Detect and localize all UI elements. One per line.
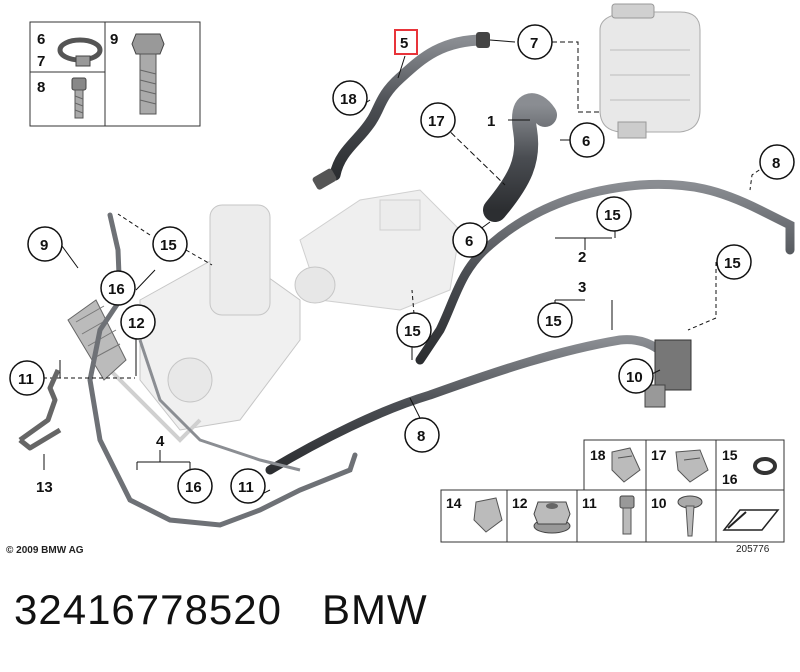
screw-10-icon — [677, 495, 703, 537]
fastener-legend-box: 6 7 8 9 — [29, 21, 201, 127]
callout-10: 10 — [626, 369, 643, 386]
return-hose-5 — [329, 34, 490, 181]
direction-arrow-icon — [722, 509, 780, 531]
hose-clamp-icon — [57, 37, 103, 67]
callout-17: 17 — [428, 113, 445, 130]
steering-rack — [98, 204, 301, 443]
callouts: 5 7 18 17 1 6 8 15 2 3 15 15 6 9 15 16 1… — [9, 24, 795, 504]
hose-end-fitting — [312, 168, 337, 190]
callout-12: 12 — [128, 315, 145, 332]
table-label-14: 14 — [446, 495, 462, 511]
clip-17-icon — [675, 449, 709, 483]
callout-15-c: 15 — [724, 255, 741, 272]
callout-11-left: 11 — [18, 371, 34, 388]
table-label-18: 18 — [590, 447, 606, 463]
table-label-16: 16 — [722, 471, 738, 487]
clip-18-icon — [611, 447, 641, 483]
table-label-17: 17 — [651, 447, 667, 463]
callout-5: 5 — [400, 35, 408, 52]
callout-18: 18 — [340, 91, 357, 108]
hex-bolt-icon — [131, 33, 165, 115]
legend-label-7: 7 — [37, 53, 45, 70]
callout-11-bottom: 11 — [238, 479, 254, 496]
copyright-text: © 2009 BMW AG — [6, 545, 84, 556]
callout-7: 7 — [530, 35, 538, 52]
callout-2: 2 — [578, 249, 586, 266]
callout-5-highlight — [394, 29, 418, 55]
socket-bolt-11-icon — [619, 495, 635, 535]
clip-14-icon — [473, 497, 503, 533]
callout-15-d: 15 — [160, 237, 177, 254]
cooler-block — [644, 339, 692, 408]
fluid-reservoir — [599, 3, 701, 139]
table-label-12: 12 — [512, 495, 528, 511]
table-label-10: 10 — [651, 495, 667, 511]
power-steering-pump — [294, 189, 461, 311]
legend-label-8: 8 — [37, 79, 45, 96]
hose-fitting — [476, 32, 490, 48]
callout-6-top: 6 — [582, 133, 590, 150]
parts-diagram: 6 7 8 9 — [6, 3, 795, 556]
part-footer: 32416778520 BMW — [14, 586, 428, 634]
suction-hose-1 — [483, 93, 557, 222]
callout-13: 13 — [36, 479, 53, 496]
callout-1: 1 — [487, 113, 495, 130]
o-ring-icon — [753, 457, 777, 475]
callout-16-top: 16 — [108, 281, 125, 298]
callout-8-bottom: 8 — [417, 428, 425, 445]
legend-label-9: 9 — [110, 31, 118, 48]
bracket-13 — [18, 368, 62, 451]
socket-bolt-icon — [71, 77, 87, 119]
pressure-hose-2 — [415, 179, 795, 365]
callout-15-a: 15 — [604, 207, 621, 224]
legend-label-6: 6 — [37, 31, 45, 48]
part-number: 32416778520 — [14, 586, 282, 633]
callout-15-e: 15 — [404, 323, 421, 340]
diagram-id: 205776 — [736, 544, 770, 555]
flange-nut-icon — [533, 501, 571, 534]
brand-name: BMW — [321, 586, 428, 633]
callout-8-right: 8 — [772, 155, 780, 172]
callout-3: 3 — [578, 279, 586, 296]
callout-15-b: 15 — [545, 313, 562, 330]
parts-table: 18 17 15 16 14 12 11 10 — [440, 439, 785, 543]
steel-line-4b — [138, 339, 301, 472]
table-label-15: 15 — [722, 447, 738, 463]
callout-4: 4 — [156, 433, 165, 450]
callout-16-bottom: 16 — [185, 479, 202, 496]
callout-9: 9 — [40, 237, 48, 254]
pressure-hose-3 — [265, 335, 670, 475]
table-label-11: 11 — [582, 495, 597, 511]
callout-6-mid: 6 — [465, 233, 473, 250]
